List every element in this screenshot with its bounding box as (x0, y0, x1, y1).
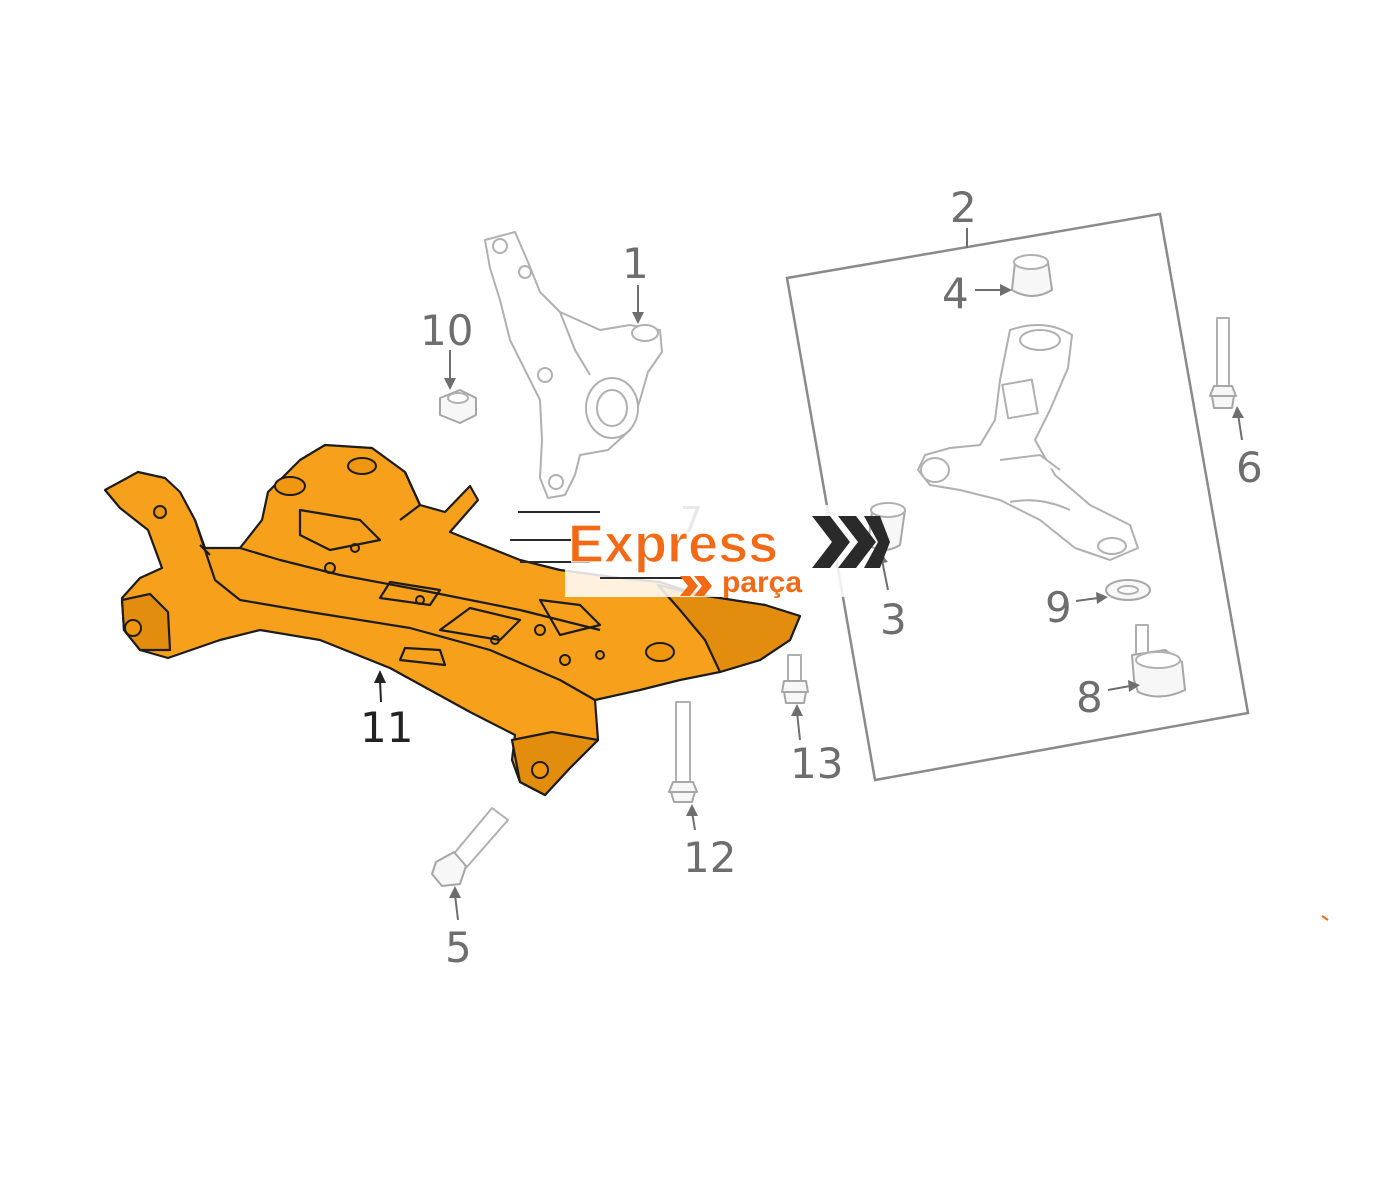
leader-3 (881, 559, 889, 591)
callout-10: 10 (420, 306, 473, 355)
steering-knuckle (484, 231, 663, 499)
callout-9: 9 (1045, 583, 1072, 632)
arrow-10 (444, 378, 456, 390)
lower-control-arm (917, 324, 1139, 561)
arrow-12 (686, 804, 698, 816)
arrow-5 (449, 886, 461, 898)
express-parca-watermark: Express parça (510, 505, 890, 599)
arrow-11 (374, 670, 386, 683)
callout-3: 3 (880, 595, 907, 644)
washer (1105, 579, 1151, 601)
chevron-icon-2 (838, 516, 876, 568)
orange-mark (1321, 915, 1329, 921)
diagonal-bolt-5 (431, 807, 509, 887)
arrow-6 (1232, 406, 1244, 418)
leader-13 (796, 711, 801, 741)
callout-1: 1 (622, 239, 649, 288)
callout-8: 8 (1076, 673, 1103, 722)
leader-11 (379, 679, 382, 703)
leader-9 (1075, 597, 1099, 602)
callout-4: 4 (942, 269, 969, 318)
arrow-1 (632, 312, 644, 324)
speed-lines (510, 511, 690, 579)
long-bolt-12 (668, 701, 698, 803)
hex-nut (439, 389, 477, 424)
arrow-8 (1128, 680, 1140, 692)
bushing (1011, 254, 1053, 297)
callout-11: 11 (360, 703, 413, 752)
arrow-4 (1000, 284, 1012, 296)
arrow-13 (791, 704, 803, 716)
arrow-9 (1096, 592, 1108, 604)
logo-tagline: parça (722, 566, 802, 599)
leader-8 (1107, 685, 1131, 691)
long-bolt-6 (1209, 317, 1237, 409)
chevron-icon-3 (864, 516, 890, 568)
ball-joint (1131, 624, 1186, 698)
small-chevron-icon (680, 576, 698, 596)
short-bolt-13 (781, 654, 809, 704)
small-chevron-icon-2 (694, 576, 712, 596)
callout-12: 12 (683, 833, 736, 882)
control-arm-kit-frame (785, 212, 1250, 782)
callout-5: 5 (445, 923, 472, 972)
logo-brand: Express (568, 514, 778, 574)
callout-2: 2 (950, 183, 977, 232)
chevron-icon-1 (812, 516, 850, 568)
leader-6 (1237, 413, 1243, 441)
callout-6: 6 (1236, 443, 1263, 492)
front-subframe (103, 443, 802, 797)
leader-5 (454, 894, 459, 921)
callout-13: 13 (790, 739, 843, 788)
